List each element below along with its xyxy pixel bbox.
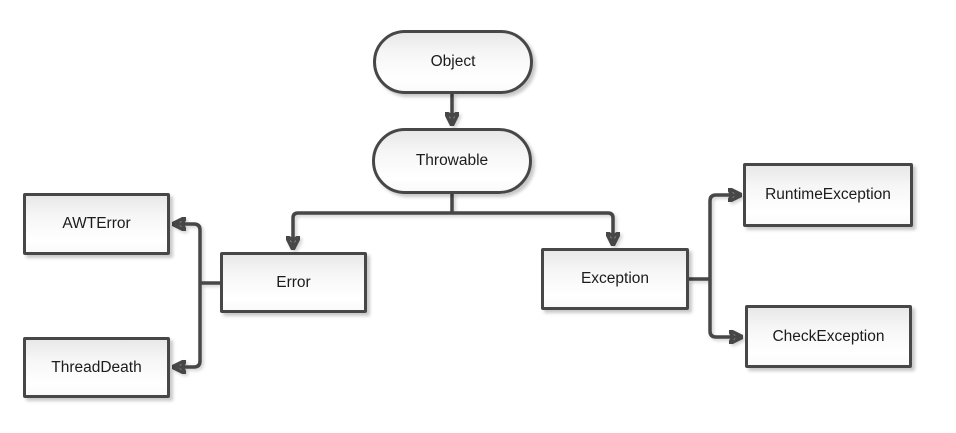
edge-throwable-exception [452,211,613,245]
edge-exception-checkexception [708,279,742,337]
node-checkexception: CheckException [745,305,912,368]
node-awterror: AWTError [23,193,170,255]
edge-exception-runtimeexception [708,195,741,279]
node-error-label: Error [276,273,311,291]
node-threaddeath-label: ThreadDeath [51,358,142,376]
edge-error-awterror [173,224,202,283]
node-exception: Exception [541,248,689,310]
node-threaddeath: ThreadDeath [23,337,170,398]
node-runtimeexception-label: RuntimeException [765,186,891,204]
node-checkexception-label: CheckException [772,327,885,345]
node-exception-label: Exception [580,270,650,288]
node-throwable: Throwable [372,128,532,194]
edge-throwable-error [293,211,452,249]
edge-error-threaddeath [173,283,202,367]
node-awterror-label: AWTError [62,215,131,233]
node-object: Object [373,30,533,94]
node-throwable-label: Throwable [415,152,489,170]
node-object-label: Object [430,53,476,71]
node-error: Error [220,252,367,313]
node-runtimeexception: RuntimeException [743,163,913,227]
